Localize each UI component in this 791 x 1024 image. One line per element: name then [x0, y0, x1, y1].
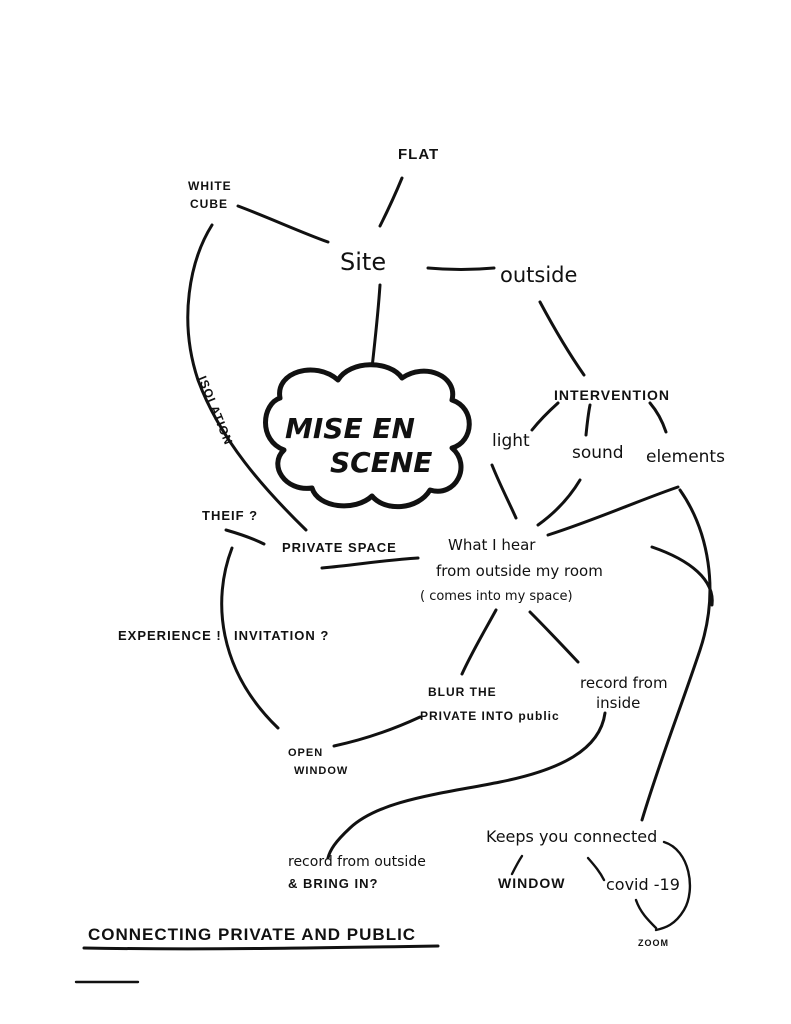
node-blur-line1: BLUR THE [428, 685, 497, 699]
node-sound: sound [572, 443, 624, 463]
edge-label-isolation: ISOLATION [195, 374, 235, 447]
edge-record-inside-record-outside [326, 711, 607, 860]
edge-keeps-connected-window [510, 854, 524, 876]
node-blur-line2: PRIVATE INTO public [420, 709, 560, 723]
edge-what-i-hear-keeps-connected [650, 545, 714, 607]
node-outside: outside [500, 263, 577, 287]
edge-private-space-open-window [220, 546, 280, 730]
node-covid: covid -19 [606, 875, 680, 894]
edge-blur-open-window [332, 715, 422, 748]
mise-en-scene-line2: SCENE [330, 446, 432, 479]
node-record-outside-line1: record from outside [288, 854, 426, 870]
connector-lines [186, 176, 714, 932]
footer: CONNECTING PRIVATE AND PUBLIC [74, 925, 440, 984]
edge-site-white-cube [236, 204, 330, 244]
edge-keeps-connected-zoom-loop [654, 840, 692, 932]
node-open-window-line2: WINDOW [294, 765, 348, 777]
node-window: WINDOW [498, 875, 565, 891]
mise-en-scene-cloud: MISE EN SCENE [263, 362, 472, 510]
node-what-i-hear-line1: What I hear [448, 536, 536, 554]
edge-private-space-what-i-hear [320, 556, 420, 570]
node-flat: FLAT [398, 146, 439, 163]
edge-site-flat [378, 176, 404, 228]
node-experience: EXPERIENCE ! [118, 628, 222, 643]
node-record-inside-line1: record from [580, 674, 668, 692]
footer-title: CONNECTING PRIVATE AND PUBLIC [88, 925, 416, 944]
edge-intervention-elements [648, 401, 668, 434]
cloud-outline [263, 362, 472, 510]
edge-outside-intervention [538, 300, 586, 377]
edge-site-outside [426, 266, 496, 271]
node-light: light [492, 431, 530, 451]
node-what-i-hear-line2: from outside my room [436, 562, 603, 580]
node-white-cube-line1: WHITE [188, 179, 232, 193]
node-open-window-line1: OPEN [288, 747, 323, 759]
edge-elements-what-i-hear [546, 485, 680, 537]
edge-covid-zoom [634, 898, 658, 930]
footer-underline [82, 944, 440, 951]
node-labels: FLAT WHITE CUBE Site outside INTERVENTIO… [118, 146, 725, 948]
edge-elements-keeps-connected [640, 488, 712, 822]
edge-site-mise-en-scene [370, 283, 382, 370]
edge-white-cube-private-space [186, 223, 308, 532]
edge-what-i-hear-blur [460, 608, 498, 676]
node-record-outside-line2: & BRING IN? [288, 876, 378, 891]
node-elements: elements [646, 447, 725, 467]
node-keeps-connected: Keeps you connected [486, 827, 657, 846]
mise-en-scene-line1: MISE EN [285, 412, 415, 445]
edge-intervention-light [530, 401, 560, 432]
edge-theif-private-space [224, 528, 266, 546]
edge-what-i-hear-record-inside [528, 610, 580, 664]
node-zoom: ZOOM [638, 938, 669, 948]
node-white-cube-line2: CUBE [190, 197, 228, 211]
node-invitation: INVITATION ? [234, 628, 329, 643]
edge-light-what-i-hear [490, 463, 518, 520]
edge-sound-what-i-hear [536, 478, 582, 527]
node-theif: THEIF ? [202, 508, 258, 523]
node-what-i-hear-line3: ( comes into my space) [420, 589, 573, 604]
edge-intervention-sound [584, 403, 592, 437]
node-intervention: INTERVENTION [554, 387, 670, 403]
node-private-space: PRIVATE SPACE [282, 540, 397, 555]
edge-keeps-connected-covid [586, 856, 606, 882]
node-record-inside-line2: inside [596, 694, 640, 712]
node-site: Site [340, 248, 386, 276]
